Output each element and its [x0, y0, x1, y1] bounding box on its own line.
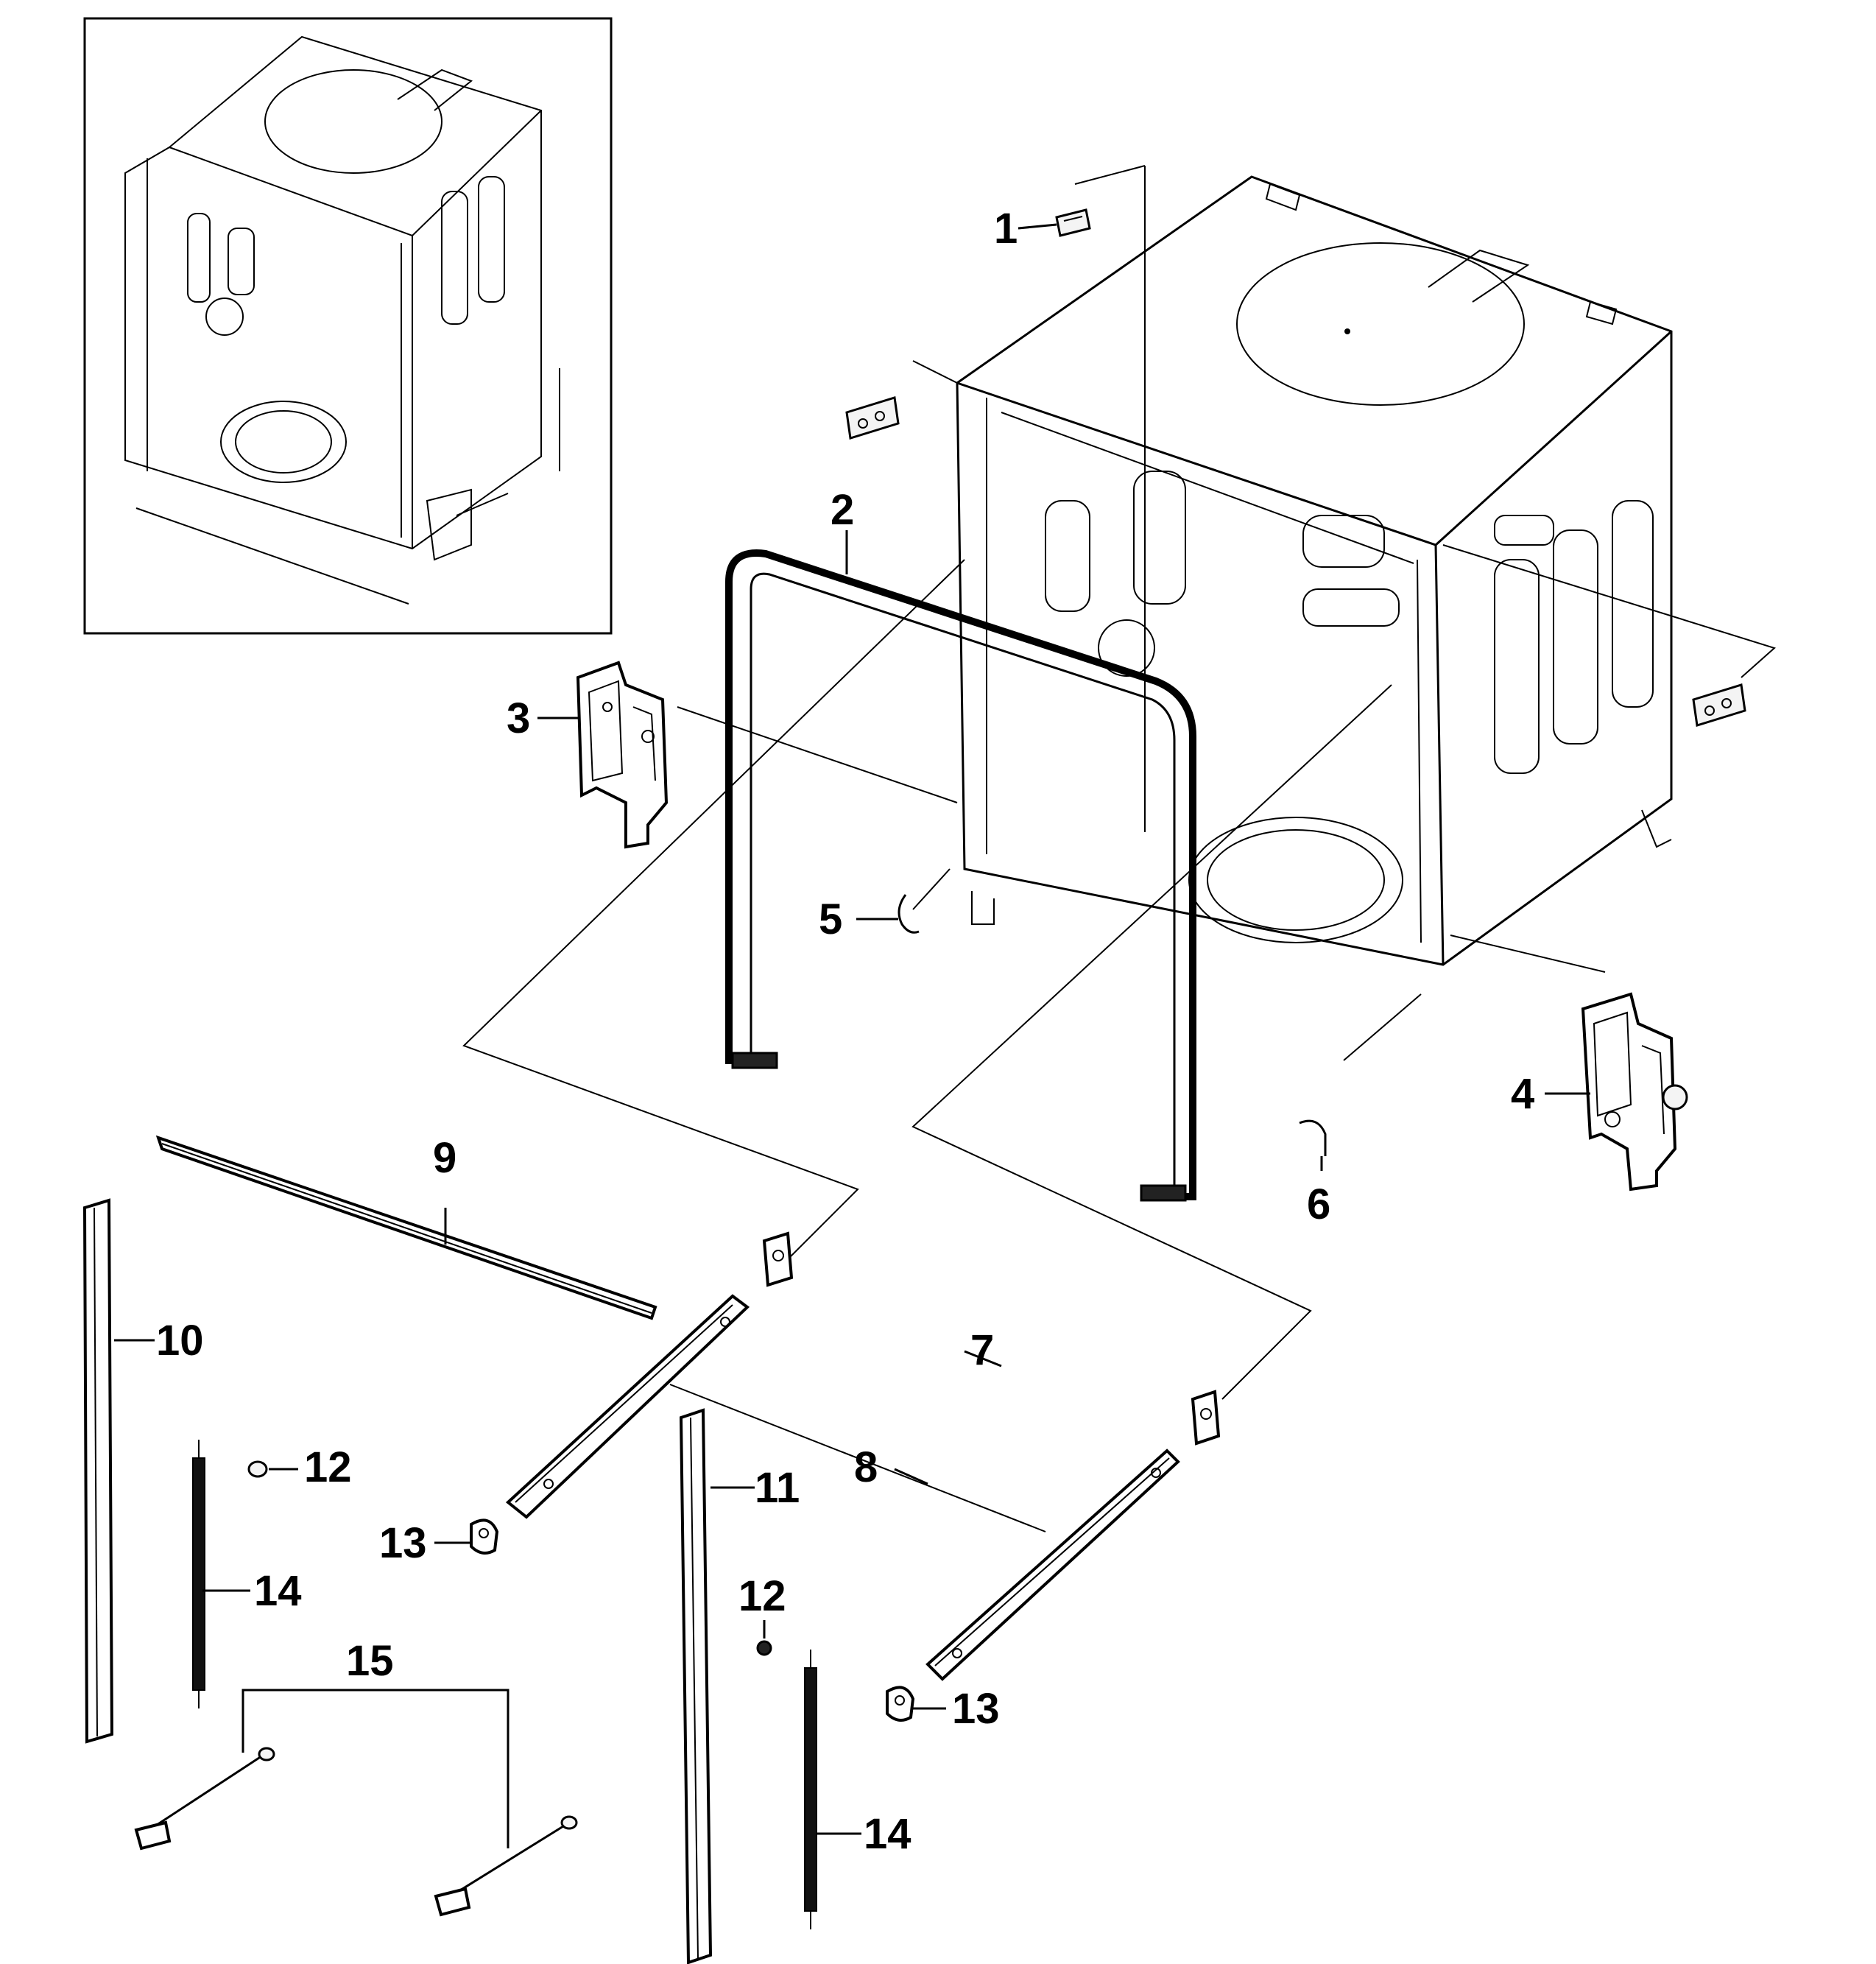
callout-9: 9: [433, 1134, 456, 1182]
part-14-spring-right: [804, 1650, 817, 1929]
part-12-cap-lower: [756, 1640, 772, 1656]
callout-11: 11: [755, 1464, 800, 1512]
callout-2: 2: [831, 486, 854, 534]
callout-14-upper: 14: [254, 1567, 302, 1615]
part-3-hinge-left: [576, 661, 669, 849]
callout-14-lower: 14: [864, 1810, 911, 1858]
part-1-bracket: [1055, 208, 1091, 237]
callout-12-upper: 12: [304, 1443, 352, 1491]
part-2-gasket: [725, 549, 1196, 1202]
callout-labels: 1 2 3 4 5 6 7 8 9 10 11 12 12 13 13 14 1…: [156, 205, 1534, 1858]
part-13-pulley-upper: [470, 1518, 499, 1555]
callout-10: 10: [156, 1317, 204, 1365]
callout-1: 1: [994, 205, 1018, 253]
callout-12-lower: 12: [738, 1572, 786, 1620]
part-9-trim: [155, 1135, 657, 1320]
part-14-spring-left: [192, 1440, 205, 1708]
callout-7: 7: [970, 1326, 994, 1374]
side-bracket-left: [845, 396, 900, 440]
part-12-cap-upper: [247, 1460, 268, 1478]
part-5-clip: [898, 894, 920, 934]
part-13-pulley-lower: [886, 1686, 915, 1722]
part-10-side-trim: [82, 1198, 114, 1744]
callout-leaders: [114, 223, 1590, 1835]
part-15-cables: [134, 1689, 578, 1917]
part-4-hinge-right: [1581, 992, 1688, 1192]
callout-13-upper: 13: [379, 1519, 427, 1567]
part-11-side-trim: [679, 1408, 713, 1964]
part-8-rail-upper: [505, 1294, 750, 1519]
callout-15: 15: [346, 1637, 394, 1685]
tub-assembly: [956, 175, 1673, 966]
inset-overview: [83, 17, 613, 635]
callout-5: 5: [819, 895, 842, 943]
callout-4: 4: [1511, 1070, 1534, 1118]
callout-13-lower: 13: [952, 1685, 1000, 1733]
part-7-stopper-left: [762, 1231, 794, 1287]
side-bracket-right: [1692, 683, 1746, 727]
callout-6: 6: [1307, 1180, 1330, 1228]
guide-lines: [462, 165, 1776, 1532]
callout-8: 8: [854, 1443, 878, 1491]
part-8-rail-lower: [925, 1449, 1180, 1681]
part-6-clip: [1299, 1119, 1327, 1156]
callout-3: 3: [507, 694, 530, 742]
part-7-stopper-right: [1191, 1390, 1221, 1446]
